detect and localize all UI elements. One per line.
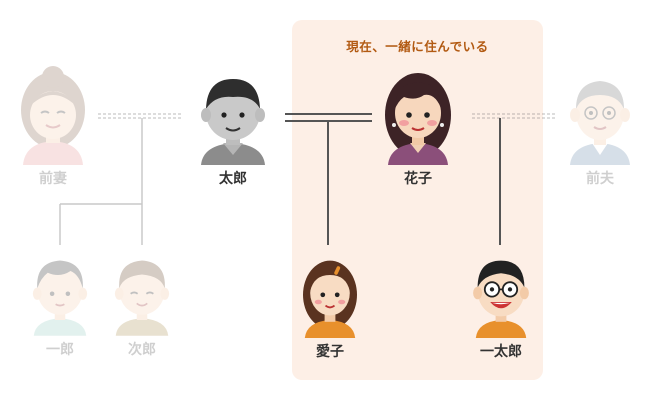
elderly-man-avatar-icon xyxy=(570,81,630,165)
elderly-woman-avatar-icon xyxy=(21,66,85,165)
person-name-taro: 太郎 xyxy=(219,171,247,187)
person-hanako: 花子 xyxy=(373,65,463,188)
woman-avatar-icon xyxy=(385,73,451,165)
person-ichitaro: 一太郎 xyxy=(456,248,546,361)
person-maeotto: 前夫 xyxy=(555,65,645,188)
person-jiro: 次郎 xyxy=(97,248,187,359)
person-aiko: 愛子 xyxy=(285,248,375,361)
person-name-hanako: 花子 xyxy=(404,171,432,187)
descent-line-ichiro-jiro xyxy=(59,118,143,245)
boy-glasses-avatar-icon xyxy=(473,260,529,338)
person-name-ichiro: 一郎 xyxy=(46,342,74,358)
girl-avatar-icon xyxy=(303,260,357,338)
household-label: 現在、一緒に住んでいる xyxy=(346,39,489,54)
marriage-line-taro-hanako xyxy=(285,113,372,122)
young-man-avatar-icon xyxy=(114,260,170,336)
person-name-jiro: 次郎 xyxy=(128,342,156,358)
person-name-maezuma: 前妻 xyxy=(39,171,67,187)
person-name-aiko: 愛子 xyxy=(316,344,344,360)
person-taro: 太郎 xyxy=(188,65,278,188)
person-name-maeotto: 前夫 xyxy=(586,171,614,187)
man-grayscale-avatar-icon xyxy=(201,79,265,165)
person-maezuma: 前妻 xyxy=(8,65,98,188)
divorce-line-hanako-maeotto xyxy=(472,113,555,119)
person-ichiro: 一郎 xyxy=(15,248,105,359)
boy-avatar-icon xyxy=(32,260,88,336)
divorce-line-taro-maezuma xyxy=(98,113,182,119)
person-name-ichitaro: 一太郎 xyxy=(480,344,522,360)
